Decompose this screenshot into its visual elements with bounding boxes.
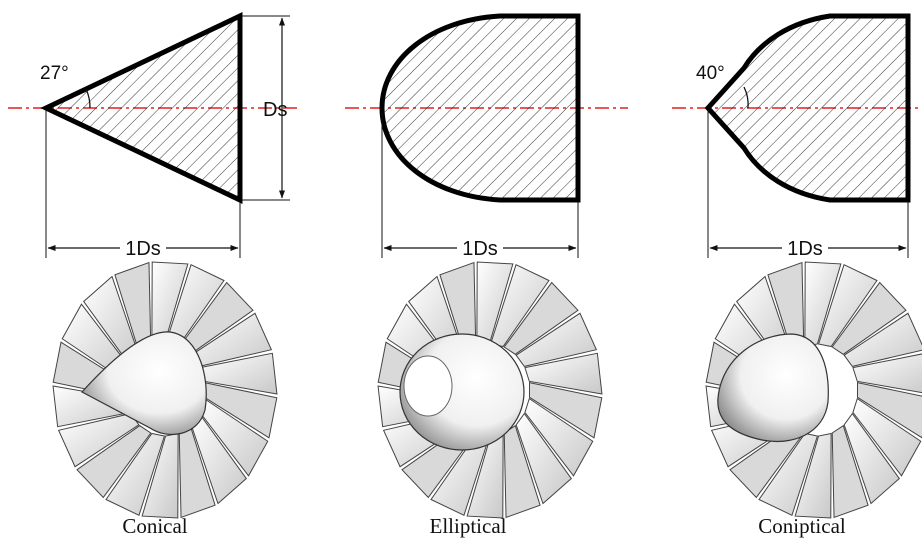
- length-label: 1Ds: [125, 238, 161, 260]
- fan-blade: [856, 382, 922, 439]
- fan-blades: [52, 261, 278, 519]
- fan-blade: [831, 281, 907, 355]
- fan-blade: [852, 397, 922, 477]
- conical-profile: [40, 12, 243, 204]
- fan-blade: [528, 382, 603, 439]
- caption-coniptical: Coniptical: [758, 514, 846, 538]
- fan-blade: [843, 412, 900, 505]
- fan-blade: [515, 312, 598, 367]
- coniptical-spinner: [717, 333, 829, 443]
- fan-blade: [852, 353, 922, 394]
- fan-blade: [503, 281, 579, 355]
- fan-blade: [141, 432, 179, 519]
- diameter-label: Ds: [263, 99, 287, 121]
- elliptical-profile: [379, 13, 581, 203]
- length-label: 1Ds: [787, 238, 823, 260]
- fan-blade: [515, 412, 572, 505]
- coniptical-profile: [704, 13, 911, 203]
- elliptical-rotor-render: [377, 261, 603, 519]
- spinner-highlight: [403, 355, 453, 417]
- angle-arc: [743, 86, 749, 109]
- fan-blade: [843, 312, 922, 367]
- fan-blade: [524, 352, 603, 395]
- fan-blade: [817, 264, 878, 348]
- fan-blade: [794, 432, 832, 519]
- angle-label: 40°: [696, 63, 725, 84]
- coniptical-rotor-render: [705, 261, 922, 519]
- conical-rotor-render: [52, 261, 278, 519]
- caption-conical: Conical: [122, 514, 187, 538]
- length-label: 1Ds: [462, 238, 498, 260]
- fan-blade: [831, 424, 869, 519]
- conical-spinner: [81, 331, 207, 436]
- fan-blade: [76, 425, 152, 499]
- coniptical-panel: 40° 1Ds: [672, 13, 922, 260]
- elliptical-panel: 1Ds: [345, 13, 628, 260]
- fan-blade: [524, 397, 594, 477]
- caption-elliptical: Elliptical: [430, 514, 507, 538]
- angle-label: 27°: [40, 63, 69, 84]
- fan-blade: [758, 432, 819, 516]
- conical-panel: 27° Ds 1Ds: [8, 12, 298, 260]
- angle-arc: [85, 88, 91, 109]
- fan-blade: [105, 432, 166, 516]
